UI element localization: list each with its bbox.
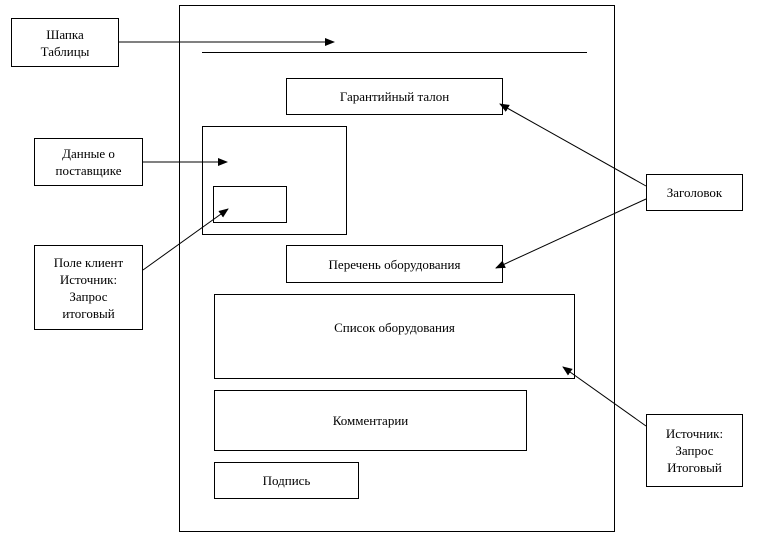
header-line <box>202 52 587 53</box>
equipment-list-block: Список оборудования <box>214 294 575 379</box>
callout-source-text: Источник: Запрос Итоговый <box>665 426 724 475</box>
callout-header-text: Шапка Таблицы <box>40 26 90 59</box>
callout-heading: Заголовок <box>646 174 743 211</box>
arrow-client-to-field <box>142 208 229 271</box>
callout-client-field-text: Поле клиент Источник: Запрос итоговый <box>53 254 124 321</box>
equipment-heading-text: Перечень оборудования <box>328 256 461 272</box>
callout-heading-text: Заголовок <box>666 185 723 200</box>
callout-supplier-text: Данные о поставщике <box>55 146 122 178</box>
arrow-heading-to-title <box>499 103 647 187</box>
arrow-heading-to-equipment <box>495 198 647 269</box>
callout-client-field: Поле клиент Источник: Запрос итоговый <box>34 245 143 330</box>
callout-source: Источник: Запрос Итоговый <box>646 414 743 487</box>
equipment-list-text: Список оборудования <box>334 320 455 335</box>
signature-text: Подпись <box>262 473 311 488</box>
comments-block: Комментарии <box>214 390 527 451</box>
comments-text: Комментарии <box>332 413 409 428</box>
arrow-source-to-list <box>562 366 647 427</box>
title-block: Гарантийный талон <box>286 78 503 115</box>
signature-block: Подпись <box>214 462 359 499</box>
callout-supplier: Данные о поставщике <box>34 138 143 186</box>
title-block-text: Гарантийный талон <box>339 89 450 104</box>
callout-header: Шапка Таблицы <box>11 18 119 67</box>
